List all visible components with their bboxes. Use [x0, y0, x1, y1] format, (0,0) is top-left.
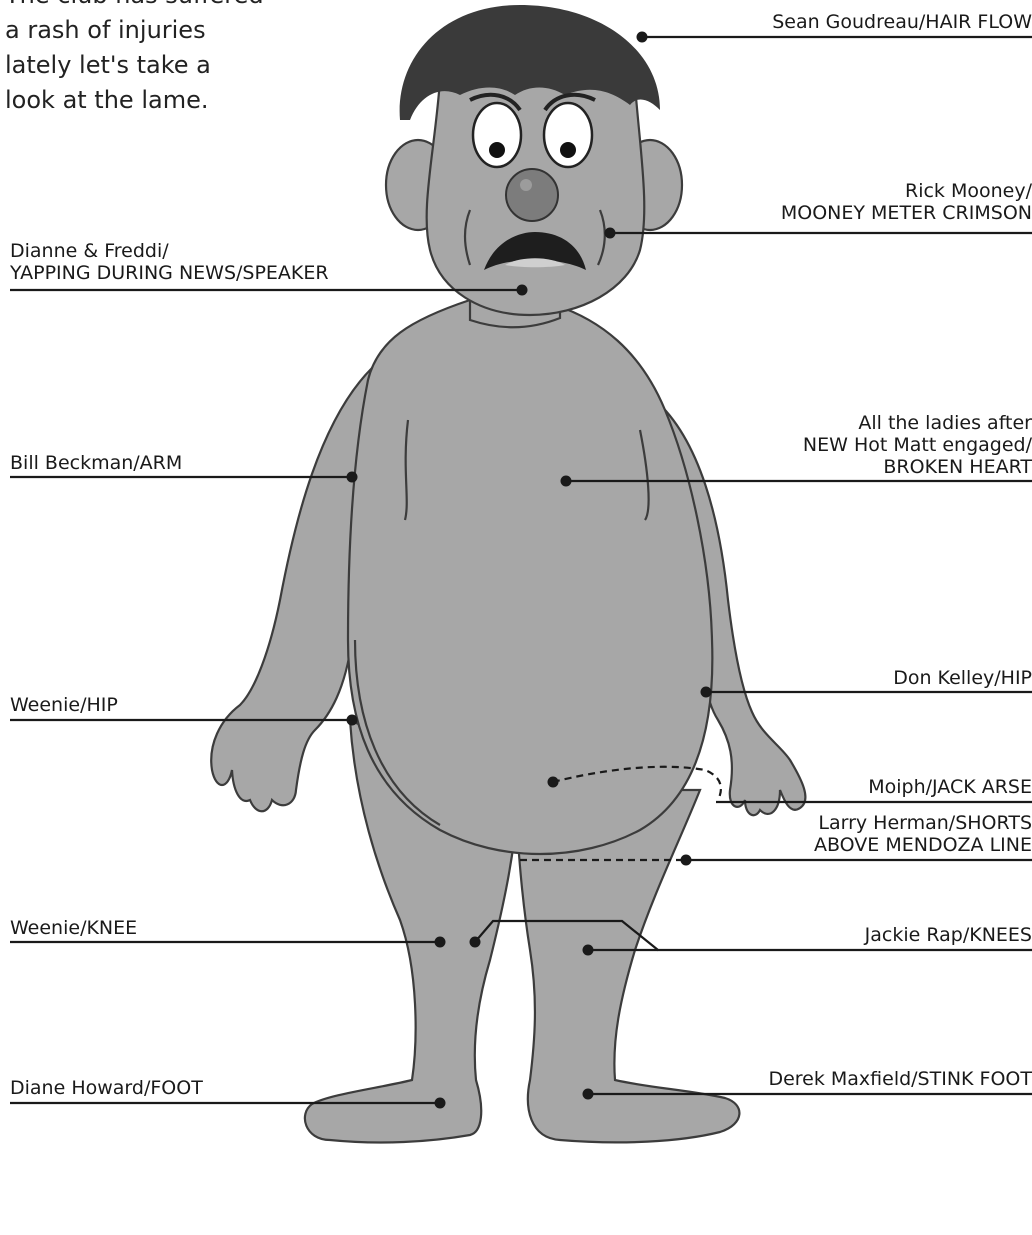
- label-jack-arse: Moiph/JACK ARSE: [868, 776, 1032, 798]
- label-knees: Jackie Rap/KNEES: [865, 924, 1032, 946]
- right-pupil: [560, 142, 576, 158]
- nose: [506, 169, 558, 221]
- label-left-knee: Weenie/KNEE: [10, 917, 137, 939]
- label-left-hip: Weenie/HIP: [10, 694, 118, 716]
- label-hair-flow: Sean Goudreau/HAIR FLOW: [772, 11, 1032, 33]
- label-shorts: Larry Herman/SHORTS ABOVE MENDOZA LINE: [814, 812, 1032, 856]
- label-arm: Bill Beckman/ARM: [10, 452, 182, 474]
- left-pupil: [489, 142, 505, 158]
- label-yapping: Dianne & Freddi/ YAPPING DURING NEWS/SPE…: [10, 240, 329, 284]
- label-foot: Diane Howard/FOOT: [10, 1077, 203, 1099]
- cartoon-figure: [211, 5, 805, 1142]
- label-broken-heart: All the ladies after NEW Hot Matt engage…: [803, 412, 1032, 478]
- nose-highlight: [520, 179, 532, 191]
- label-right-hip: Don Kelley/HIP: [893, 667, 1032, 689]
- torso: [348, 300, 712, 854]
- label-mooney-meter: Rick Mooney/ MOONEY METER CRIMSON: [781, 180, 1032, 224]
- label-stink-foot: Derek Maxfield/STINK FOOT: [768, 1068, 1032, 1090]
